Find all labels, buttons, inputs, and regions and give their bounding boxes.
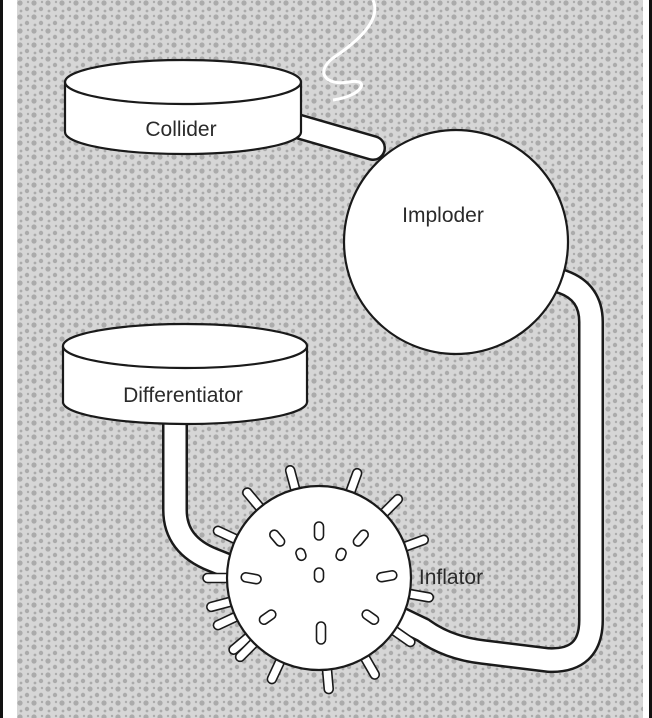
inflator-spike [315, 621, 327, 645]
imploder-label: Imploder [402, 204, 484, 227]
inflator-spike [376, 570, 398, 583]
pipe-imploder-inflator [348, 249, 604, 674]
inflator-spike [352, 529, 369, 547]
pipe-differentiator-inflator [162, 407, 256, 585]
spark-wisp [322, 0, 377, 102]
inflator-spike [361, 609, 380, 626]
inflator-spike [240, 572, 262, 585]
inflator-spike [269, 529, 286, 547]
collider-label: Collider [145, 118, 216, 141]
differentiator-label: Differentiator [123, 384, 243, 407]
inflator-spike [335, 547, 347, 562]
imploder-sphere [342, 128, 570, 356]
inflator-spike [258, 609, 277, 626]
diagram-canvas: Collider Imploder Differentiator Inflato… [17, 0, 643, 718]
inflator-spike [295, 547, 307, 562]
inflator-spiked-sphere [202, 464, 435, 695]
inflator-spike [313, 521, 325, 541]
collider-cylinder [63, 58, 303, 156]
differentiator-cylinder [61, 322, 309, 426]
inflator-spike [313, 567, 325, 583]
inflator-label: Inflator [419, 566, 483, 589]
